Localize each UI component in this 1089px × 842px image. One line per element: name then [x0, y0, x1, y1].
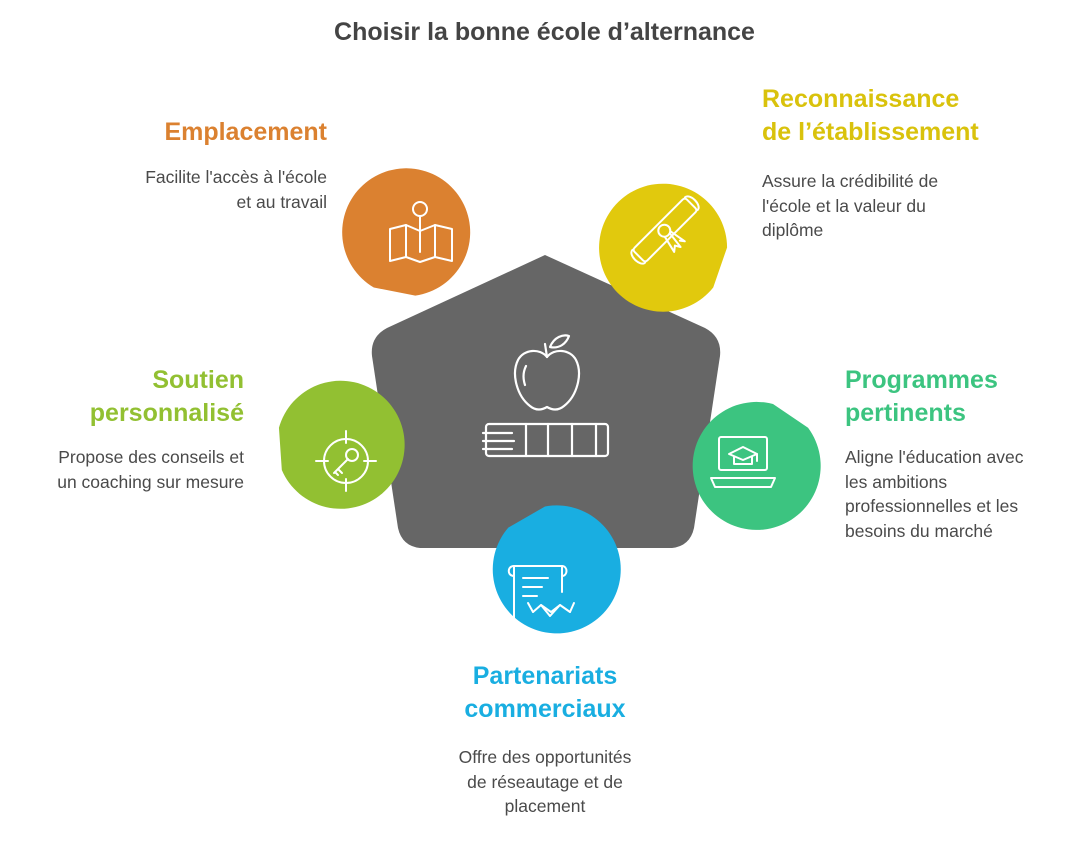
- partenariats-heading-line-2: commerciaux: [464, 695, 626, 723]
- reconnaissance-description-line-2: l'école et la valeur du: [762, 195, 926, 216]
- soutien-heading-line-2: personnalisé: [89, 399, 244, 427]
- soutien-description-line-2: un coaching sur mesure: [57, 471, 244, 492]
- reconnaissance-description-line-3: diplôme: [762, 220, 824, 240]
- soutien-heading: Soutien personnalisé: [90, 364, 244, 430]
- reconnaissance-heading-line-2: de l’établissement: [762, 118, 979, 146]
- programmes-heading-line-1: Programmes: [845, 366, 998, 394]
- map-pin-icon: [389, 201, 453, 263]
- programmes-description: Aligne l'éducation avec les ambitions pr…: [845, 445, 1023, 543]
- partenariats-heading: Partenariats commerciaux: [395, 660, 695, 726]
- programmes-heading-line-2: pertinents: [845, 399, 966, 427]
- laptop-graduation-icon: [710, 436, 776, 488]
- partenariats-heading-line-1: Partenariats: [472, 662, 618, 690]
- partenariats-circle: [492, 505, 621, 634]
- reconnaissance-circle: [599, 183, 728, 312]
- soutien-description: Propose des conseils et un coaching sur …: [57, 445, 244, 494]
- emplacement-description: Facilite l'accès à l'école et au travail: [145, 165, 327, 214]
- center-pentagon: [371, 255, 721, 548]
- programmes-description-line-4: besoins du marché: [845, 520, 993, 541]
- reconnaissance-description-line-1: Assure la crédibilité de: [762, 171, 939, 191]
- book-icon: [481, 422, 610, 458]
- diploma-icon: [630, 195, 700, 265]
- apple-icon: [513, 334, 581, 411]
- emplacement-heading: Emplacement: [164, 116, 327, 149]
- programmes-description-line-3: professionnelles et les: [845, 496, 1019, 516]
- target-key-icon: [315, 430, 377, 492]
- partenariats-description-line-1: Offre des opportunités: [458, 747, 632, 767]
- partenariats-description: Offre des opportunités de réseautage et …: [395, 745, 695, 819]
- soutien-description-line-1: Propose des conseils et: [58, 447, 244, 467]
- partenariats-description-line-2: de réseautage et de: [467, 771, 623, 792]
- programmes-description-line-2: les ambitions: [845, 471, 948, 492]
- reconnaissance-heading-line-1: Reconnaissance: [762, 85, 960, 113]
- reconnaissance-heading: Reconnaissance de l’établissement: [762, 83, 979, 149]
- reconnaissance-description: Assure la crédibilité de l'école et la v…: [762, 169, 938, 243]
- programmes-heading: Programmes pertinents: [845, 364, 998, 430]
- programmes-circle: [692, 402, 821, 530]
- contract-handshake-icon: [507, 565, 575, 629]
- diagram-title: Choisir la bonne école d’alternance: [334, 18, 755, 46]
- soutien-heading-line-1: Soutien: [152, 366, 244, 394]
- partenariats-description-line-3: placement: [504, 796, 586, 816]
- soutien-circle: [278, 380, 405, 509]
- emplacement-heading-line-1: Emplacement: [164, 118, 327, 146]
- emplacement-description-line-1: Facilite l'accès à l'école: [145, 167, 327, 187]
- programmes-description-line-1: Aligne l'éducation avec: [845, 447, 1024, 467]
- emplacement-description-line-2: et au travail: [236, 191, 327, 212]
